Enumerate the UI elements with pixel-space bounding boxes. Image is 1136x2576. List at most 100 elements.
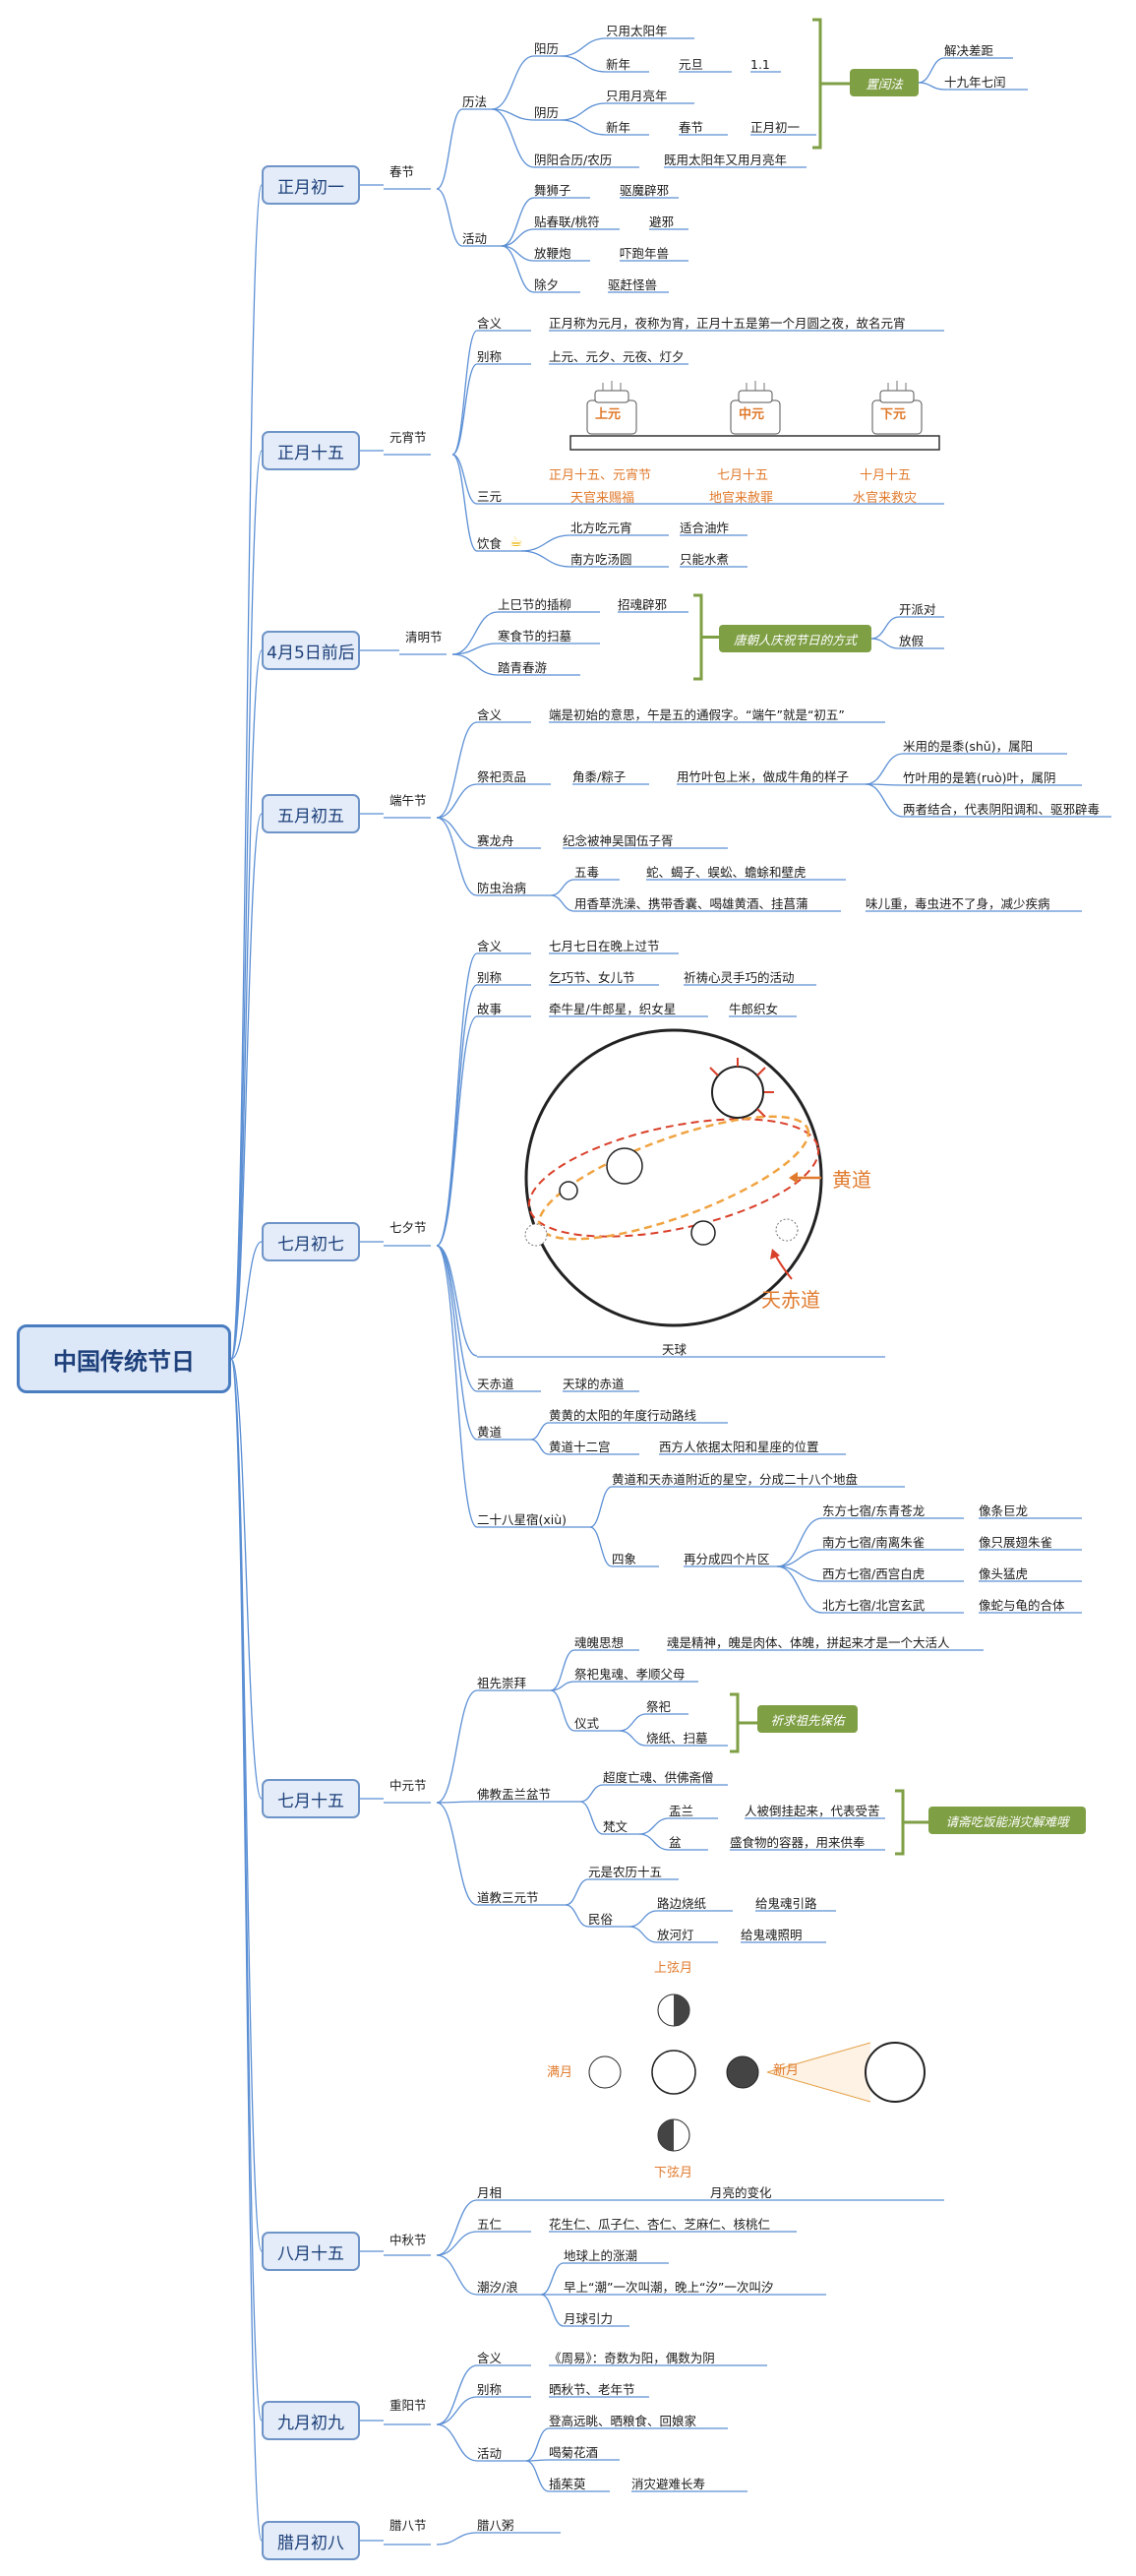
node-food[interactable]: 饮食	[477, 536, 503, 551]
festival-label[interactable]: 春节	[389, 164, 415, 179]
node-phase[interactable]: 月相	[477, 2185, 503, 2200]
node-text[interactable]: 元是农历十五	[588, 1865, 663, 1879]
node-meaning[interactable]: 含义	[477, 939, 503, 953]
node-text[interactable]: 新年	[606, 57, 631, 72]
node-alias[interactable]: 别称	[477, 970, 503, 985]
node-text[interactable]: 只用月亮年	[606, 89, 668, 103]
node-text[interactable]: 解决差距	[944, 43, 994, 58]
node-text[interactable]: 1.1	[750, 57, 770, 72]
node-text[interactable]: 像头猛虎	[979, 1566, 1029, 1581]
node-text[interactable]: 路边烧纸	[657, 1896, 707, 1911]
node-text[interactable]: 纪念被神吴国伍子胥	[563, 833, 674, 848]
node-text[interactable]: 仪式	[574, 1716, 600, 1731]
node-text[interactable]: 消灾避难长寿	[631, 2477, 706, 2491]
node-offering[interactable]: 祭祀贡品	[477, 769, 527, 784]
node-text[interactable]: 上元、元夕、元夜、灯夕	[549, 349, 685, 364]
node-text[interactable]: 像蛇与龟的合体	[979, 1598, 1065, 1613]
branch-date-2[interactable]: 正月十五	[262, 431, 360, 470]
node-text[interactable]: 驱魔辟邪	[620, 183, 670, 198]
node-text[interactable]: 除夕	[534, 277, 560, 292]
festival-label[interactable]: 中元节	[389, 1778, 427, 1793]
node-text[interactable]: 像只展翅朱雀	[979, 1535, 1053, 1550]
node-ancestor[interactable]: 祖先崇拜	[477, 1676, 527, 1690]
node-text[interactable]: 东方七宿/东青苍龙	[822, 1503, 926, 1518]
node-activity[interactable]: 活动	[462, 231, 488, 246]
node-text[interactable]: 晒秋节、老年节	[549, 2382, 635, 2397]
festival-label[interactable]: 元宵节	[389, 430, 427, 445]
node-text[interactable]: 魂是精神，魄是肉体、体魄，拼起来才是一个大活人	[667, 1635, 950, 1650]
node-text[interactable]: 黄道和天赤道附近的星空，分成二十八个地盘	[612, 1472, 859, 1487]
node-text[interactable]: 米用的是黍(shǔ)，属阳	[903, 739, 1034, 754]
node-text[interactable]: 天赤道	[477, 1377, 514, 1391]
node-text[interactable]: 祭祀	[646, 1699, 672, 1714]
branch-date-5[interactable]: 七月初七	[262, 1222, 360, 1261]
branch-date-8[interactable]: 九月初九	[262, 2401, 360, 2440]
node-text[interactable]: 民俗	[588, 1912, 614, 1927]
node-meaning[interactable]: 含义	[477, 2351, 503, 2365]
node-text[interactable]: 吓跑年兽	[620, 246, 670, 261]
node-text[interactable]: 地球上的涨潮	[564, 2248, 638, 2263]
node-tide[interactable]: 潮汐/浪	[477, 2280, 518, 2295]
node-text[interactable]: 放鞭炮	[534, 246, 571, 261]
node-text[interactable]: 开派对	[899, 602, 936, 617]
node-text[interactable]: 给鬼魂照明	[741, 1928, 803, 1942]
node-text[interactable]: 北方吃元宵	[570, 521, 632, 535]
node-text[interactable]: 再分成四个片区	[684, 1552, 770, 1566]
node-text[interactable]: 四象	[612, 1552, 637, 1566]
node-text[interactable]: 用香草洗澡、携带香囊、喝雄黄酒、挂菖蒲	[574, 896, 808, 911]
node-text[interactable]: 超度亡魂、供佛斋僧	[603, 1770, 714, 1785]
node-text[interactable]: 梵文	[603, 1819, 628, 1834]
node-text[interactable]: 七月七日在晚上过节	[549, 939, 660, 953]
node-text[interactable]: 正月称为元月，夜称为宵，正月十五是第一个月圆之夜，故名元宵	[549, 316, 906, 331]
node-text[interactable]: 盛食物的容器，用来供奉	[730, 1835, 866, 1850]
node-sphere[interactable]: 天球	[662, 1342, 688, 1357]
branch-date-9[interactable]: 腊月初八	[262, 2521, 360, 2560]
node-text[interactable]: 蛇、蝎子、蜈蚣、蟾蜍和壁虎	[646, 865, 807, 880]
festival-label[interactable]: 端午节	[389, 793, 427, 808]
node-alias[interactable]: 别称	[477, 349, 503, 364]
festival-label[interactable]: 中秋节	[389, 2233, 427, 2247]
node-text[interactable]: 牵牛星/牛郎星，织女星	[549, 1002, 677, 1016]
node-text[interactable]: 魂魄思想	[574, 1635, 625, 1650]
node-text[interactable]: 阴阳合历/农历	[534, 153, 613, 167]
summary-badge[interactable]: 请斋吃饭能消灾解难哦	[928, 1807, 1086, 1834]
node-text[interactable]: 放假	[899, 634, 925, 648]
branch-date-7[interactable]: 八月十五	[262, 2232, 360, 2271]
node-text[interactable]: 正月初一	[750, 120, 801, 135]
node-text[interactable]: 花生仁、瓜子仁、杏仁、芝麻仁、核桃仁	[549, 2217, 771, 2232]
node-text[interactable]: 南方七宿/南离朱雀	[822, 1535, 926, 1550]
node-text[interactable]: 十九年七闰	[944, 75, 1006, 90]
node-text[interactable]: 寒食节的扫墓	[498, 629, 572, 644]
node-story[interactable]: 故事	[477, 1002, 503, 1016]
node-text[interactable]: 五毒	[574, 865, 600, 880]
node-text[interactable]: 招魂辟邪	[618, 597, 668, 612]
node-text[interactable]: 端是初始的意思，午是五的通假字。“端午”就是“初五”	[549, 707, 845, 722]
node-text[interactable]: 用竹叶包上米，做成牛角的样子	[677, 769, 850, 784]
node-lunar[interactable]: 阴历	[534, 105, 560, 120]
node-text[interactable]: 登高远眺、晒粮食、回娘家	[549, 2414, 697, 2428]
node-sanyuan[interactable]: 三元	[477, 489, 503, 504]
node-text[interactable]: 驱赶怪兽	[608, 277, 658, 292]
node-text[interactable]: 月亮的变化	[710, 2185, 772, 2200]
node-text[interactable]: 放河灯	[657, 1928, 694, 1942]
festival-label[interactable]: 七夕节	[389, 1220, 427, 1235]
node-text[interactable]: 像条巨龙	[979, 1503, 1029, 1518]
node-buddhist[interactable]: 佛教盂兰盆节	[477, 1787, 552, 1802]
node-text[interactable]: 只能水煮	[680, 552, 730, 567]
node-text[interactable]: 踏青春游	[498, 660, 548, 675]
node-text[interactable]: 腊八粥	[477, 2518, 514, 2533]
summary-badge[interactable]: 唐朝人庆祝节日的方式	[719, 625, 871, 652]
node-text[interactable]: 新年	[606, 120, 631, 135]
node-text[interactable]: 适合油炸	[680, 521, 730, 535]
node-text[interactable]: 祭祀鬼魂、孝顺父母	[574, 1667, 686, 1682]
node-text[interactable]: 春节	[679, 120, 704, 135]
node-text[interactable]: 给鬼魂引路	[755, 1896, 817, 1911]
node-text[interactable]: 上巳节的插柳	[498, 597, 572, 612]
node-activity[interactable]: 活动	[477, 2446, 503, 2461]
node-text[interactable]: 《周易》：奇数为阳，偶数为阴	[549, 2351, 715, 2365]
node-calendar[interactable]: 历法	[462, 94, 488, 109]
node-text[interactable]: 角黍/粽子	[572, 769, 627, 784]
node-text[interactable]: 乞巧节、女儿节	[549, 970, 635, 985]
festival-label[interactable]: 重阳节	[389, 2398, 427, 2413]
node-text[interactable]: 竹叶用的是箬(ruò)叶，属阴	[903, 770, 1056, 785]
